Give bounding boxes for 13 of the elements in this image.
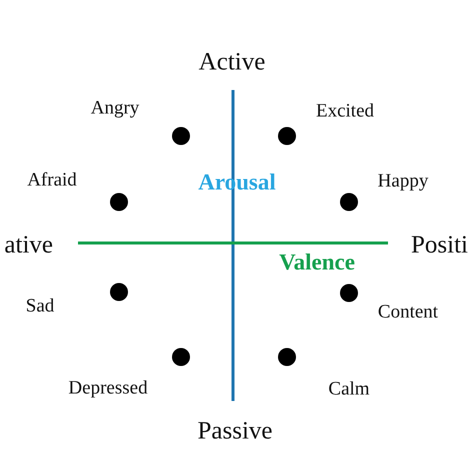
axis-label: ative xyxy=(4,232,53,258)
emotion-label: Sad xyxy=(26,296,54,316)
emotion-label: Content xyxy=(378,302,438,322)
emotion-label: Calm xyxy=(328,380,370,398)
axis-label: Active xyxy=(198,50,266,74)
emotion-label: Excited xyxy=(316,102,374,120)
emotion-label: Happy xyxy=(378,172,428,190)
axis-label: Passive xyxy=(198,418,272,444)
axis-title: Valence xyxy=(279,250,355,274)
emotion-label: Depressed xyxy=(68,378,148,398)
emotion-label: Afraid xyxy=(27,170,77,190)
emotion-label: Angry xyxy=(90,98,140,118)
axis-label: Positi xyxy=(411,232,468,258)
